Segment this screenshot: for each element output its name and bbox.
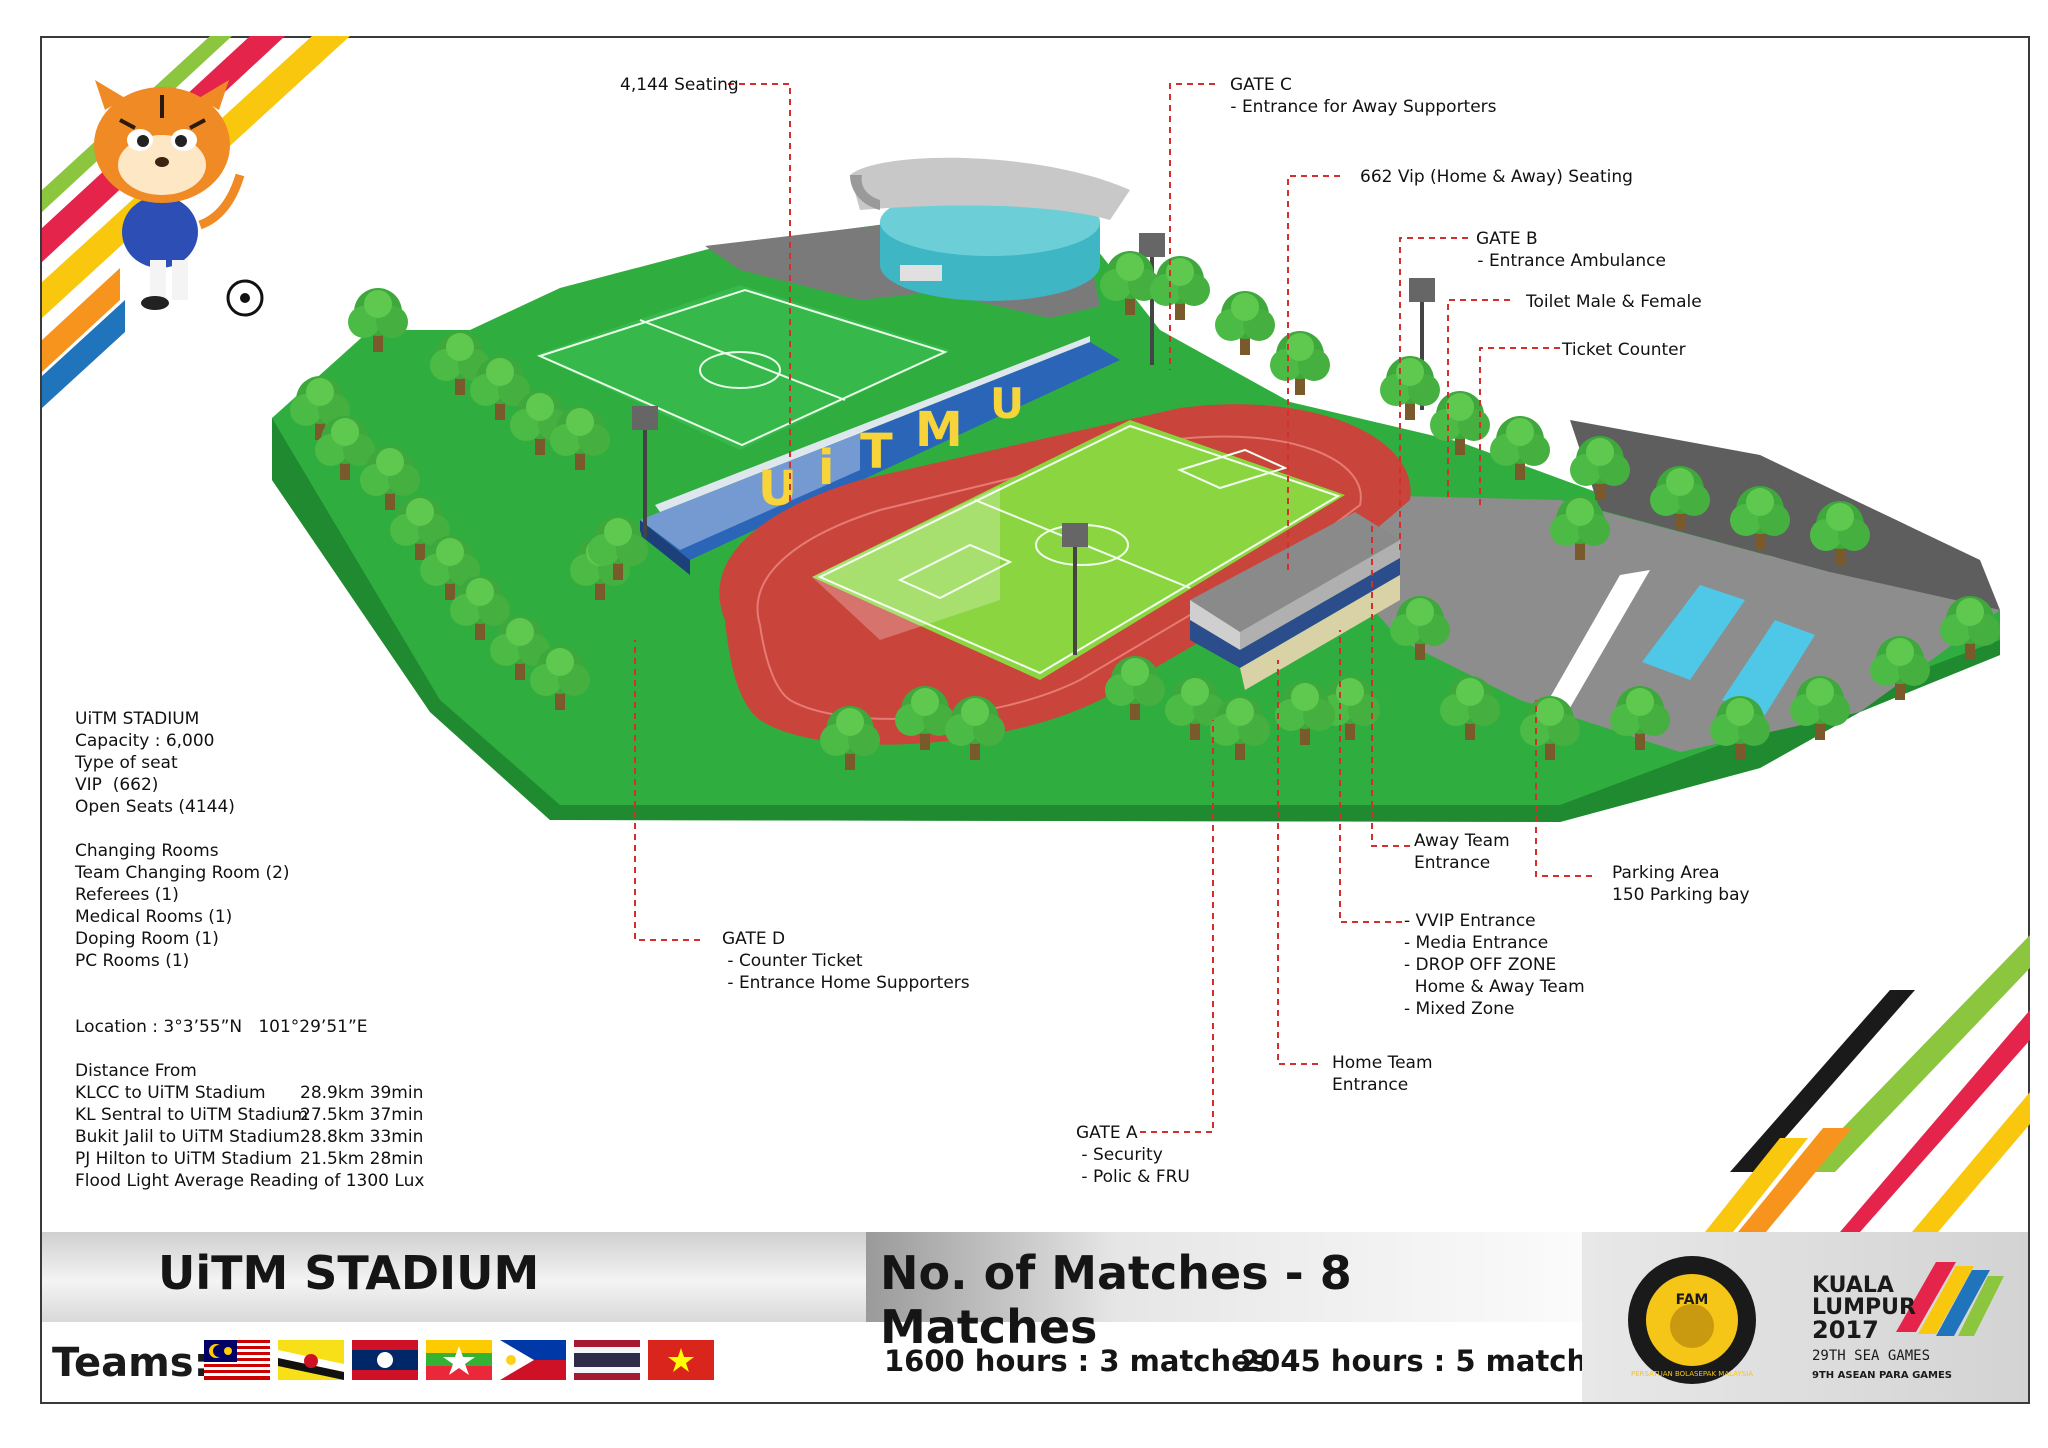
distance-route: Bukit Jalil to UiTM Stadium [75,1127,300,1147]
info-room: Referees (1) [75,885,179,905]
callout-toilet: Toilet Male & Female [1526,292,1702,312]
distance-row: PJ Hilton to UiTM Stadium 21.5km 28min [75,1148,424,1170]
callout-away-team-2: Entrance [1414,853,1491,873]
info-seat-type: Type of seat [75,753,178,773]
fam-logo-ring-text: PERSATUAN BOLASEPAK MALAYSIA [1631,1370,1753,1378]
flag-philippines-icon [500,1340,566,1380]
flag-brunei-icon [278,1340,344,1380]
callout-gate-c-desc: - Entrance for Away Supporters [1225,97,1497,117]
kl2017-line1: KUALA [1812,1273,1894,1298]
stadium-title: UiTM STADIUM [158,1246,540,1300]
callout-home-team-1: Home Team [1332,1053,1433,1073]
info-distance-title: Distance From [75,1061,197,1081]
callout-gate-d-2: - Entrance Home Supporters [722,973,970,993]
logo-area: FAM PERSATUAN BOLASEPAK MALAYSIA KUALA L… [1582,1232,2028,1402]
callout-seating: 4,144 Seating [620,75,739,95]
callout-gate-d-1: - Counter Ticket [722,951,863,971]
bottom-bar: UiTM STADIUM No. of Matches - 8 Matches … [42,1232,2028,1402]
distance-value: 28.8km 33min [300,1127,424,1147]
callout-ticket-counter: Ticket Counter [1562,340,1686,360]
flag-vietnam-icon [648,1340,714,1380]
schedule-1600: 1600 hours : 3 matches [884,1344,1269,1378]
fam-logo-icon: FAM PERSATUAN BOLASEPAK MALAYSIA [1628,1256,1756,1384]
decor-stripes-bottom-right [1705,935,2030,1232]
distance-route: PJ Hilton to UiTM Stadium [75,1149,292,1169]
callout-gate-b-title: GATE B [1476,229,1538,249]
info-flood-light: Flood Light Average Reading of 1300 Lux [75,1171,425,1191]
distance-row: KLCC to UiTM Stadium 28.9km 39min [75,1082,424,1104]
pavilion-building [1190,512,1400,690]
callout-vvip-3: - DROP OFF ZONE [1404,955,1557,975]
stadium-info-panel: UiTM STADIUM Capacity : 6,000 Type of se… [75,708,424,1192]
info-room: Medical Rooms (1) [75,907,233,927]
callout-vip-seating: 662 Vip (Home & Away) Seating [1360,167,1633,187]
matches-box: No. of Matches - 8 Matches [866,1232,1582,1354]
distance-value: 28.9km 39min [300,1083,424,1103]
distance-route: KL Sentral to UiTM Stadium [75,1105,309,1125]
main-pitch [812,420,1345,680]
tiger-mascot-icon [94,80,264,317]
matches-title: No. of Matches - 8 Matches [880,1246,1352,1354]
main-grandstand: U i T M U [640,336,1120,575]
teams-label: Teams: [52,1340,210,1386]
stand-letter-3: T [860,424,893,480]
stand-letter-2: i [818,440,834,496]
callout-gate-a-2: - Polic & FRU [1076,1167,1190,1187]
kl2017-sea-games: 29TH SEA GAMES [1812,1348,1930,1364]
callout-parking-2: 150 Parking bay [1612,885,1750,905]
distance-value: 27.5km 37min [300,1105,424,1125]
callout-vvip-4: Home & Away Team [1404,977,1585,997]
info-capacity: Capacity : 6,000 [75,731,215,751]
callout-vvip-2: - Media Entrance [1404,933,1549,953]
schedule-2045: 2045 hours : 5 matches [1240,1344,1625,1378]
stand-letter-4: M [915,402,963,458]
kl2017-para-games: 9TH ASEAN PARA GAMES [1812,1370,1952,1381]
training-pitch [535,285,950,450]
distance-value: 21.5km 28min [300,1149,424,1169]
info-location: Location : 3°3’55”N 101°29’51”E [75,1017,368,1037]
flag-thailand-icon [574,1340,640,1380]
callout-vvip-1: - VVIP Entrance [1404,911,1536,931]
callout-away-team-1: Away Team [1414,831,1510,851]
callout-vvip-5: - Mixed Zone [1404,999,1515,1019]
info-open: Open Seats (4144) [75,797,235,817]
kl2017-sea-games-logo-icon: KUALA LUMPUR 2017 29TH SEA GAMES 9TH ASE… [1812,1262,2004,1381]
kl2017-year: 2017 [1812,1316,1879,1344]
flag-myanmar-icon [426,1340,492,1380]
info-stadium: UiTM STADIUM [75,709,200,729]
kl2017-line2: LUMPUR [1812,1295,1916,1320]
flag-malaysia-icon [204,1340,270,1380]
callout-home-team-2: Entrance [1332,1075,1409,1095]
stand-letter-5: U [990,379,1024,428]
callout-lines [634,83,1592,1133]
info-room: PC Rooms (1) [75,951,190,971]
info-rooms-title: Changing Rooms [75,841,219,861]
callout-gate-d-title: GATE D [722,929,786,949]
callout-gate-a-title: GATE A [1076,1123,1138,1143]
info-room: Doping Room (1) [75,929,219,949]
callout-gate-a-1: - Security [1076,1145,1163,1165]
flag-laos-icon [352,1340,418,1380]
callout-gate-c-title: GATE C [1230,75,1292,95]
indoor-arena [850,157,1130,301]
callout-gate-b-desc: - Entrance Ambulance [1472,251,1666,271]
distance-route: KLCC to UiTM Stadium [75,1083,266,1103]
fam-logo-top-text: FAM [1676,1292,1709,1308]
info-room: Team Changing Room (2) [75,863,290,883]
callout-parking-1: Parking Area [1612,863,1720,883]
info-vip: VIP (662) [75,775,159,795]
